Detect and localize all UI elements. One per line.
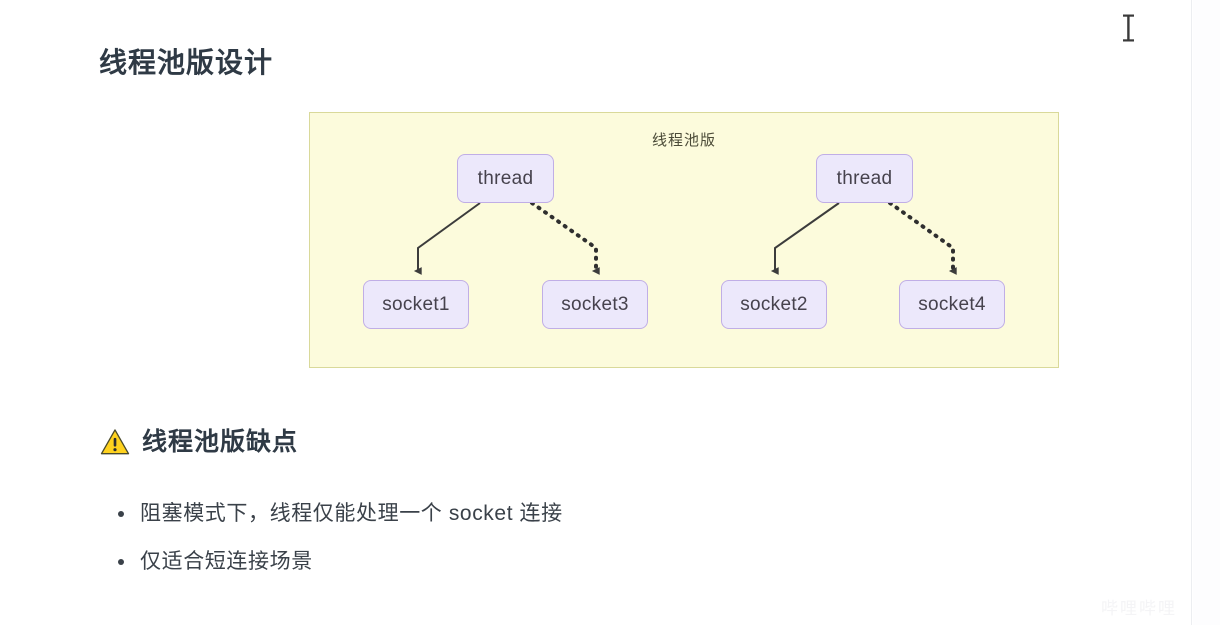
edge-thread-a-socket-3: [530, 201, 600, 275]
edge-thread-b-socket-2: [770, 202, 840, 275]
list-item: 仅适合短连接场景: [118, 538, 563, 586]
diagram-title: 线程池版: [651, 132, 716, 149]
thread-pool-diagram: 线程池版 thread thread socket1 socket3 socke…: [309, 112, 1059, 368]
drawbacks-list: 阻塞模式下，线程仅能处理一个 socket 连接 仅适合短连接场景: [100, 490, 563, 586]
diagram-node-socket1[interactable]: socket1: [363, 280, 469, 329]
edge-thread-a-socket-1: [413, 202, 481, 275]
warning-triangle-icon: [100, 429, 130, 455]
warning-heading: 线程池版缺点: [100, 426, 298, 458]
watermark: 哔哩哔哩: [1101, 599, 1177, 618]
page-gutter: [1193, 0, 1220, 625]
diagram-edges: [413, 201, 957, 275]
diagram-node-socket2[interactable]: socket2: [721, 280, 827, 329]
list-item: 阻塞模式下，线程仅能处理一个 socket 连接: [118, 490, 563, 538]
diagram-node-thread-a[interactable]: thread: [457, 154, 554, 203]
document-page: 线程池版设计 线程池版 thread thread socket1 socket…: [99, 0, 1192, 625]
text-cursor-icon: [1123, 14, 1134, 42]
diagram-node-socket4[interactable]: socket4: [899, 280, 1005, 329]
page-title: 线程池版设计: [99, 46, 274, 78]
warning-heading-text: 线程池版缺点: [142, 428, 299, 456]
diagram-node-thread-b[interactable]: thread: [816, 154, 913, 203]
edge-thread-b-socket-4: [888, 201, 957, 275]
diagram-node-socket3[interactable]: socket3: [542, 280, 648, 329]
